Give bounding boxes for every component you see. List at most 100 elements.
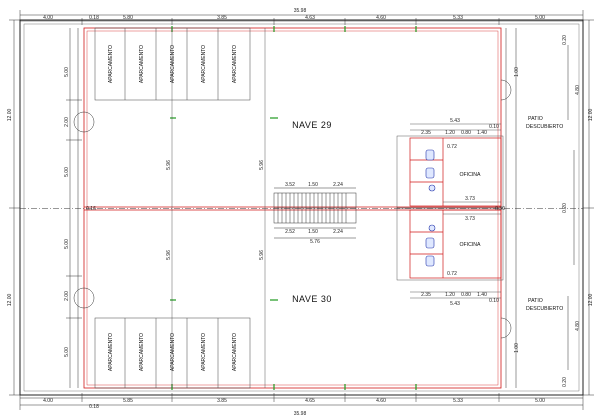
left-door-top [73, 111, 95, 133]
wall-dim: 1.00 [514, 343, 520, 353]
interior-dims [171, 28, 266, 388]
parking-label: APARCAMENTO [232, 333, 238, 371]
office-outline [396, 135, 504, 281]
patio-bottom-label-2: DESCUBIERTO [526, 306, 563, 312]
outer-boundary [19, 19, 584, 396]
top-dim-6: 5.33 [453, 15, 463, 21]
patio-top-label: PATIO [528, 116, 543, 122]
left-door-bottom [73, 287, 95, 309]
office-dims [410, 123, 501, 299]
bottom-dim-3: 3.85 [217, 398, 227, 404]
sanitary-fixtures [425, 149, 436, 267]
office-dim: 1.20 [445, 292, 455, 298]
bottom-dim-1: 4.00 [43, 398, 53, 404]
corridor-dim: 0.72 [447, 144, 457, 150]
office-dim: 5.43 [450, 118, 460, 124]
office-dim: 0.80 [461, 130, 471, 136]
outer-boundary-inner [23, 23, 580, 392]
parking-label: APARCAMENTO [170, 45, 176, 83]
office-dim: 5.43 [450, 301, 460, 307]
office-dim: 0.80 [461, 292, 471, 298]
nave-29-label: NAVE 29 [292, 120, 332, 130]
office-block [409, 137, 502, 279]
office-dim: 2.35 [421, 292, 431, 298]
left-inner-dim: 5.00 [64, 167, 70, 177]
nave-inner-dim: 5.96 [259, 250, 265, 260]
wall-dim: 0.16 [86, 206, 96, 212]
stair-dim: 1.50 [308, 182, 318, 188]
office-mid-dim: 3.73 [465, 216, 475, 222]
right-inner-dim: 0.20 [562, 203, 568, 213]
parking-label: APARCAMENTO [232, 45, 238, 83]
parking-label: APARCAMENTO [108, 333, 114, 371]
wall-dim: 1.00 [514, 67, 520, 77]
patio-bottom-label: PATIO [528, 298, 543, 304]
bottom-dim-small: 0.18 [89, 404, 99, 410]
office-dim: 1.20 [445, 130, 455, 136]
bottom-dim-2: 5.85 [123, 398, 133, 404]
patio-top-label-2: DESCUBIERTO [526, 124, 563, 130]
left-inner-dim: 5.00 [64, 239, 70, 249]
left-dim-top: 12.00 [7, 109, 13, 122]
office-dim: 1.40 [477, 130, 487, 136]
right-dim-bottom: 12.00 [588, 294, 594, 307]
parking-label: APARCAMENTO [201, 45, 207, 83]
stair-dim: 2.52 [285, 229, 295, 235]
left-dimension-line [9, 19, 20, 396]
stair-dim: 2.24 [333, 229, 343, 235]
right-dimension-line [583, 19, 594, 396]
top-dim-small: 0.18 [89, 15, 99, 21]
stair-dim: 1.50 [308, 229, 318, 235]
parking-label: APARCAMENTO [201, 333, 207, 371]
bottom-dim-5: 4.60 [376, 398, 386, 404]
right-inner-dim: 4.80 [575, 321, 581, 331]
staircase [273, 187, 357, 239]
patio-top-line1: PATIO [528, 116, 543, 122]
office-dim: 1.40 [477, 292, 487, 298]
nave-inner-dim: 5.96 [166, 250, 172, 260]
corridor-dim: 0.72 [447, 271, 457, 277]
left-dim-bottom: 12.00 [7, 294, 13, 307]
top-dim-4: 4.63 [305, 15, 315, 21]
office-dim: 2.35 [421, 130, 431, 136]
right-inner-dim: 0.20 [562, 35, 568, 45]
bottom-dim-6: 5.33 [453, 398, 463, 404]
left-inner-dim: 2.00 [64, 291, 70, 301]
top-dim-5: 4.60 [376, 15, 386, 21]
left-inner-dims [66, 28, 82, 388]
office-dim: 0.10 [489, 298, 499, 304]
wall-dim: 0.30 [495, 206, 505, 212]
office-bottom-label: OFICINA [459, 242, 481, 248]
top-total-dimension: 35.98 [294, 8, 307, 14]
nave-30-label: NAVE 30 [292, 294, 332, 304]
parking-label: APARCAMENTO [139, 333, 145, 371]
top-dimension-line [19, 10, 584, 25]
bottom-total-dimension: 35.98 [294, 411, 307, 417]
left-inner-dim: 5.00 [64, 347, 70, 357]
right-inner-dim: 4.80 [575, 85, 581, 95]
stair-dim: 2.24 [333, 182, 343, 188]
right-door-bottom [500, 317, 512, 339]
office-mid-dim: 3.73 [465, 196, 475, 202]
stair-total-dim: 5.76 [310, 239, 320, 245]
top-dim-3: 3.85 [217, 15, 227, 21]
parking-label: APARCAMENTO [108, 45, 114, 83]
office-dim: 0.10 [489, 124, 499, 130]
parking-label: APARCAMENTO [139, 45, 145, 83]
bottom-dim-4: 4.65 [305, 398, 315, 404]
right-dim-top: 12.00 [588, 109, 594, 122]
nave-inner-dim: 5.96 [259, 160, 265, 170]
top-dim-7: 5.00 [535, 15, 545, 21]
bottom-dim-7: 5.00 [535, 398, 545, 404]
office-top-label: OFICINA [459, 172, 481, 178]
parking-label: APARCAMENTO [170, 333, 176, 371]
left-inner-dim: 5.00 [64, 67, 70, 77]
right-inner-dim: 0.20 [562, 377, 568, 387]
right-door-top [500, 79, 512, 101]
right-walls [505, 28, 575, 388]
top-dim-2: 5.80 [123, 15, 133, 21]
top-dim-1: 4.00 [43, 15, 53, 21]
stair-dim: 3.52 [285, 182, 295, 188]
